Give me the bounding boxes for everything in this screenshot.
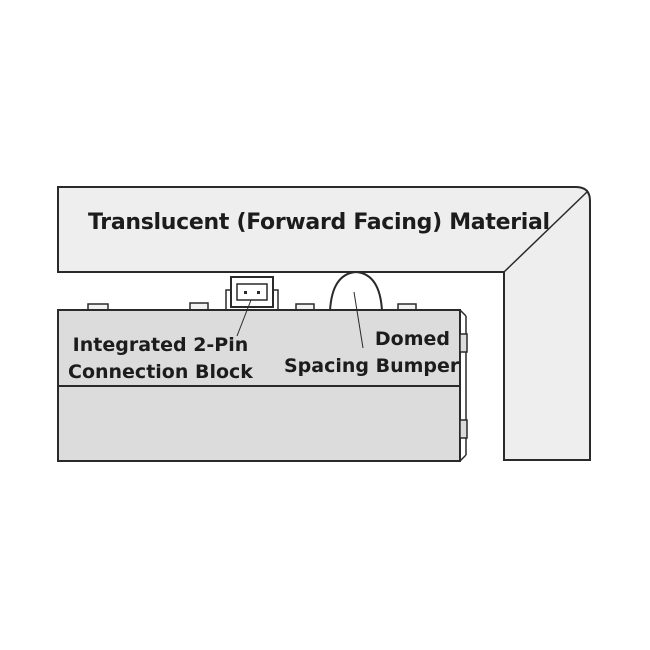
- connection-block-label-line1: Integrated 2-Pin: [72, 334, 249, 356]
- module-side-tabs: [459, 333, 468, 439]
- domed-spacing-bumper: [328, 270, 384, 312]
- connection-block-label-line2: Connection Block: [68, 361, 253, 383]
- pin: [244, 291, 247, 294]
- bumper-leader: [353, 291, 364, 349]
- connection-block: [225, 276, 279, 313]
- side-tab: [459, 333, 468, 353]
- pin: [257, 291, 260, 294]
- bumper-label: Domed Spacing Bumper: [284, 326, 460, 380]
- module-depth-bottom: [459, 454, 467, 462]
- bumper-label-line2: Spacing Bumper: [284, 355, 460, 377]
- connection-block-leader: [236, 299, 252, 337]
- side-tab: [459, 419, 468, 439]
- connection-block-label: Integrated 2-Pin Connection Block: [68, 332, 253, 386]
- frame-miter-line: [503, 190, 589, 273]
- material-label: Translucent (Forward Facing) Material: [88, 210, 550, 235]
- module-depth-top: [459, 309, 467, 317]
- module-lower-panel: [57, 385, 461, 462]
- bumper-label-line1: Domed: [374, 328, 450, 350]
- translucent-material-frame: [57, 186, 591, 461]
